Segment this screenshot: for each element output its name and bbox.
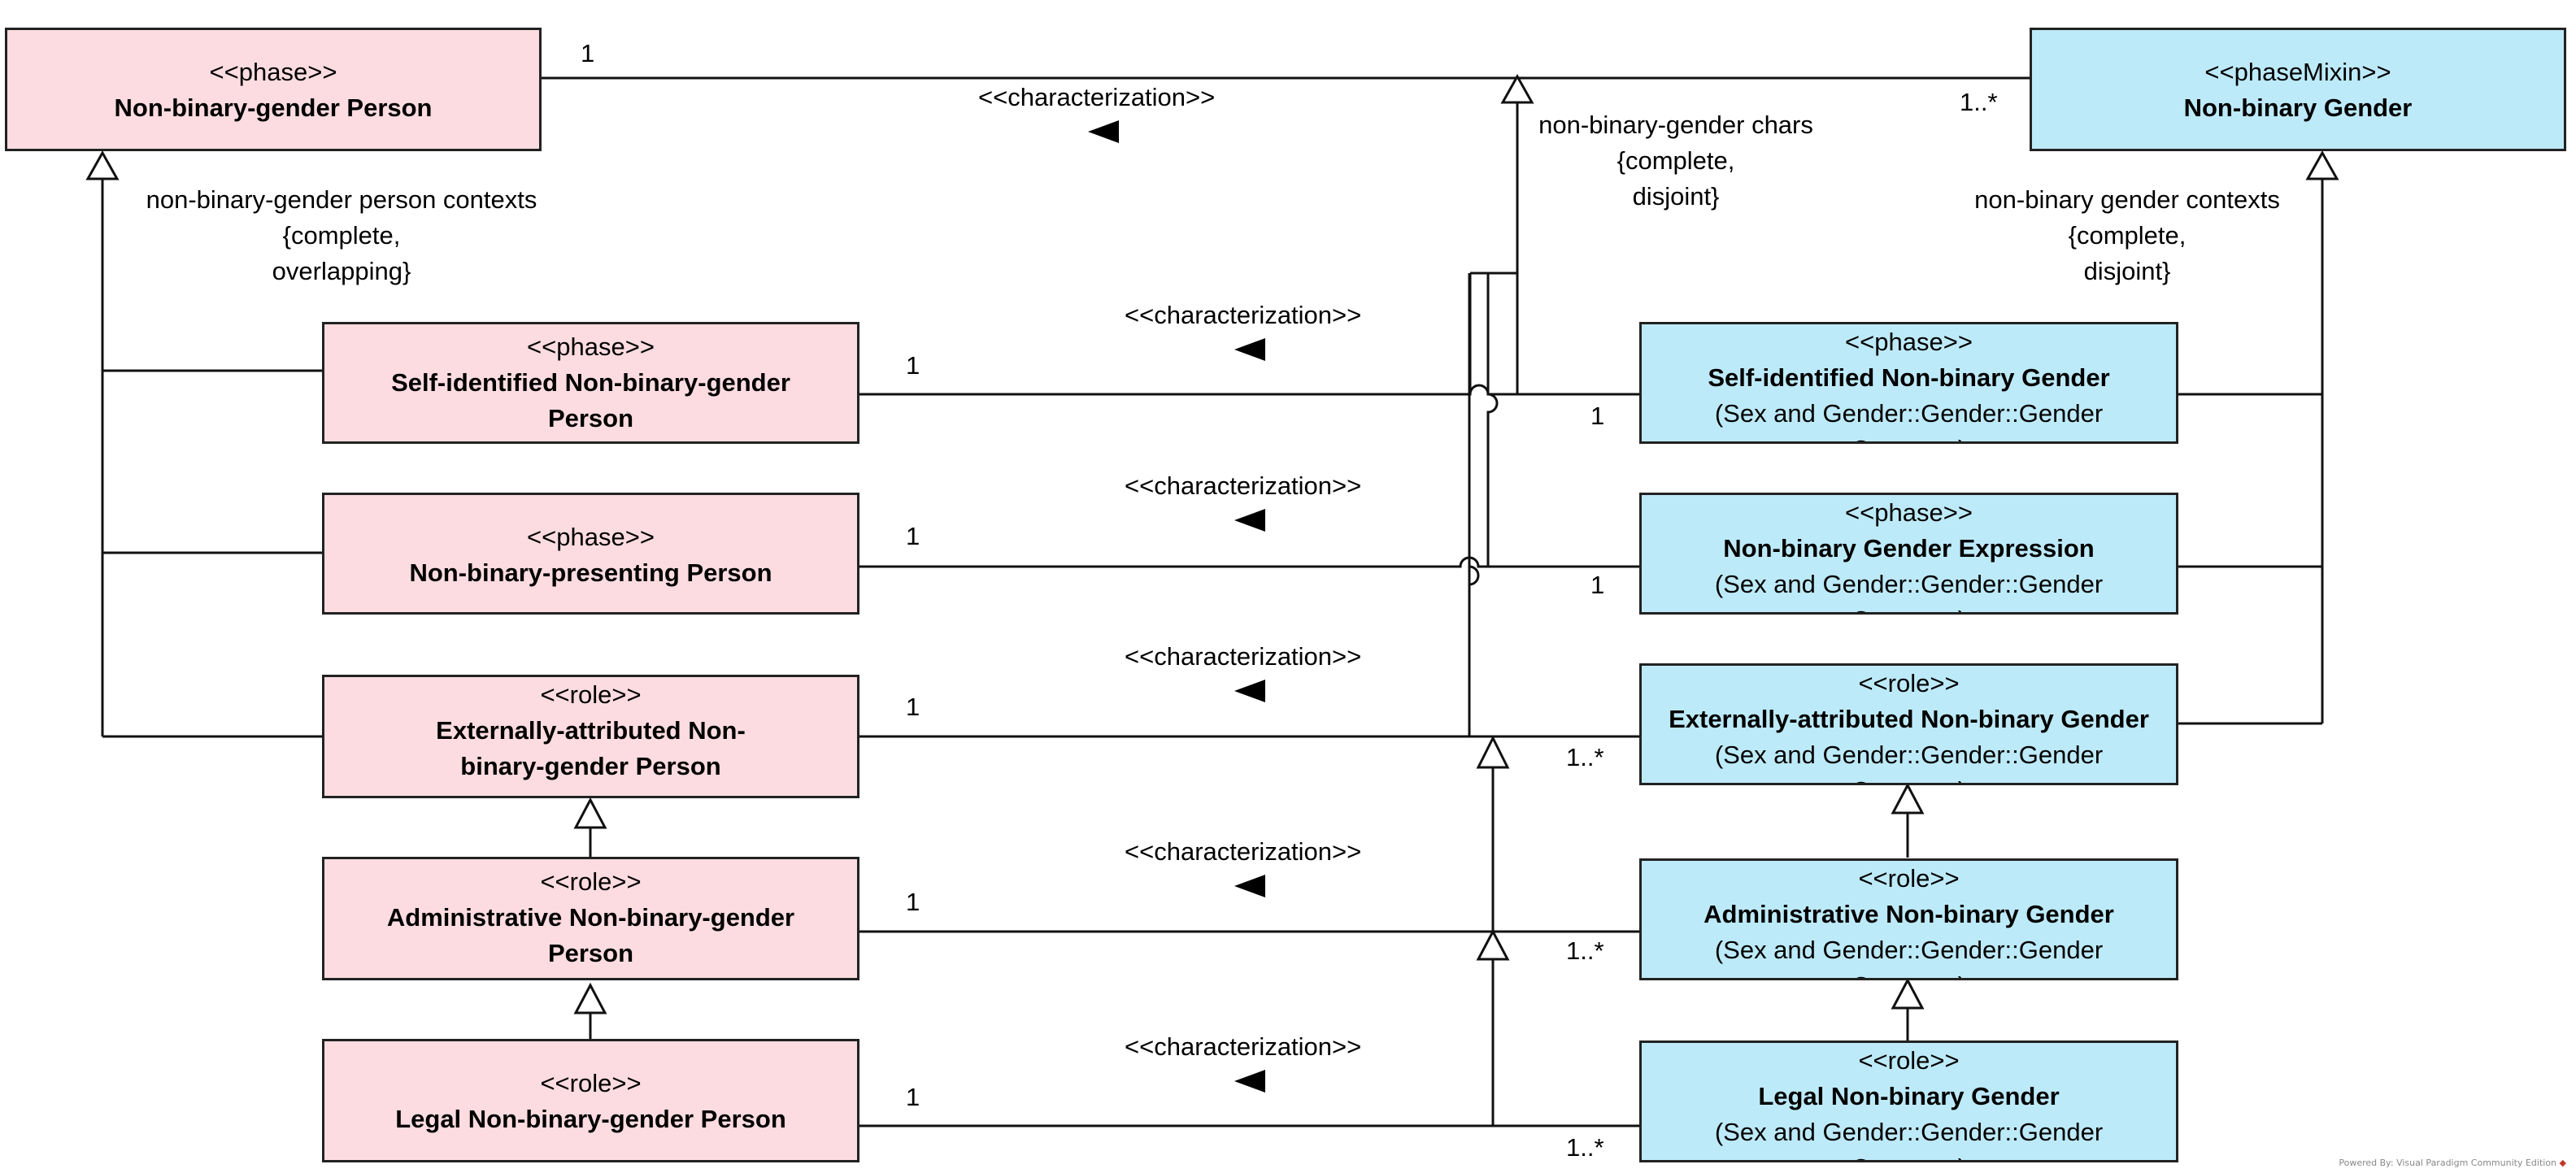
- gs-gender-label-line: disjoint}: [2083, 257, 2171, 285]
- mult-legal-right: 1..*: [1566, 1133, 1604, 1162]
- mult-legal-left: 1: [906, 1083, 920, 1111]
- mult-top-left: 1: [581, 39, 595, 67]
- assoc-legal-label: <<characterization>>: [1125, 1032, 1362, 1061]
- gs-chars-label-line: disjoint}: [1632, 182, 1720, 211]
- class-package: (Sex and Gender::Gender::Gender Concepts…: [1714, 570, 2104, 612]
- stereotype: <<phase>>: [527, 332, 655, 361]
- gs-person-label-line: {complete,: [282, 221, 401, 250]
- gs-gender-label-line: {complete,: [2068, 221, 2187, 250]
- stereotype: <<phase>>: [1845, 498, 1973, 527]
- gen-arrow-inner-chars-adm: [1476, 928, 1510, 961]
- direction-arrow-self: [1234, 338, 1265, 361]
- gs-chars-label: non-binary-gender chars {complete, disjo…: [1525, 107, 1826, 215]
- gen-arrow-chars: [1500, 73, 1534, 104]
- class-package: (Sex and Gender::Gender::Gender Concepts…: [1714, 741, 2104, 783]
- assoc-self-label: <<characterization>>: [1125, 301, 1362, 329]
- gen-arrow-ext-person: [573, 797, 607, 829]
- direction-arrow-legal: [1234, 1070, 1265, 1093]
- class-non-binary-presenting-person[interactable]: <<phase>> Non-binary-presenting Person: [322, 493, 859, 615]
- mult-self-right: 1: [1590, 402, 1605, 430]
- gs-gender-label: non-binary gender contexts {complete, di…: [1948, 182, 2306, 289]
- stereotype: <<role>>: [540, 867, 642, 896]
- gen-arrow-adm-person: [573, 982, 607, 1014]
- assoc-top-label: <<characterization>>: [978, 83, 1216, 111]
- assoc-pres-label: <<characterization>>: [1125, 471, 1362, 500]
- class-name: Self-identified Non-binary Gender: [1708, 363, 2110, 392]
- direction-arrow-pres: [1234, 509, 1265, 532]
- gen-arrow-gender: [2305, 150, 2339, 180]
- gen-arrow-inner-chars-ext: [1476, 735, 1510, 769]
- stereotype: <<role>>: [1858, 669, 1960, 697]
- class-name: Externally-attributed Non-binary-gender …: [436, 716, 746, 780]
- watermark: Powered By: Visual Paradigm Community Ed…: [2339, 1158, 2566, 1168]
- class-name: Legal Non-binary Gender: [1758, 1082, 2060, 1110]
- class-gender-expression[interactable]: <<phase>> Non-binary Gender Expression (…: [1639, 493, 2178, 615]
- class-self-identified-gender[interactable]: <<phase>> Self-identified Non-binary Gen…: [1639, 322, 2178, 444]
- class-legal-person[interactable]: <<role>> Legal Non-binary-gender Person: [322, 1039, 859, 1162]
- mult-self-left: 1: [906, 351, 920, 380]
- direction-arrow-adm: [1234, 875, 1265, 897]
- assoc-pres-line: [859, 556, 1639, 568]
- class-externally-attributed-person[interactable]: <<role>> Externally-attributed Non-binar…: [322, 675, 859, 798]
- class-name: Non-binary-presenting Person: [409, 558, 772, 587]
- gs-gender-label-line: non-binary gender contexts: [1974, 185, 2280, 214]
- stereotype: <<role>>: [1858, 864, 1960, 893]
- assoc-self-line: [859, 384, 1639, 396]
- gen-arrow-adm-gender: [1891, 977, 1925, 1010]
- gs-person-label: non-binary-gender person contexts {compl…: [130, 182, 553, 289]
- class-package: (Sex and Gender::Gender::Gender Concepts…: [1714, 936, 2104, 978]
- stereotype: <<role>>: [540, 680, 642, 709]
- class-name: Self-identified Non-binary-gender Person: [391, 368, 790, 432]
- assoc-ext-label: <<characterization>>: [1125, 642, 1362, 671]
- gen-arrow-person: [85, 150, 120, 180]
- class-self-identified-person[interactable]: <<phase>> Self-identified Non-binary-gen…: [322, 322, 859, 444]
- mult-adm-right: 1..*: [1566, 936, 1604, 965]
- stereotype: <<phase>>: [209, 58, 337, 86]
- direction-arrow-top: [1088, 120, 1119, 143]
- gs-chars-label-line: non-binary-gender chars: [1538, 111, 1813, 139]
- visual-paradigm-logo-icon: ◆: [2559, 1158, 2566, 1168]
- class-name: Legal Non-binary-gender Person: [395, 1105, 786, 1133]
- gs-chars-branch-expr: [1486, 557, 1639, 568]
- class-name: Externally-attributed Non-binary Gender: [1669, 705, 2149, 733]
- class-name: Non-binary Gender Expression: [1723, 534, 2095, 563]
- stereotype: <<phase>>: [1845, 328, 1973, 356]
- gs-person-label-line: overlapping}: [272, 257, 411, 285]
- mult-adm-left: 1: [906, 888, 920, 916]
- mult-ext-right: 1..*: [1566, 743, 1604, 771]
- mult-pres-left: 1: [906, 522, 920, 550]
- mult-pres-right: 1: [1590, 571, 1605, 599]
- class-name: Administrative Non-binary Gender: [1704, 900, 2114, 928]
- class-non-binary-gender[interactable]: <<phaseMixin>> Non-binary Gender: [2030, 28, 2566, 151]
- class-name: Non-binary Gender: [2183, 93, 2413, 122]
- class-legal-gender[interactable]: <<role>> Legal Non-binary Gender (Sex an…: [1639, 1040, 2178, 1162]
- watermark-text: Powered By: Visual Paradigm Community Ed…: [2339, 1158, 2557, 1168]
- assoc-adm-label: <<characterization>>: [1125, 837, 1362, 866]
- class-non-binary-gender-person[interactable]: <<phase>> Non-binary-gender Person: [5, 28, 542, 151]
- direction-arrow-ext: [1234, 680, 1265, 702]
- class-package: (Sex and Gender::Gender::Gender Concepts…: [1714, 399, 2104, 441]
- gs-chars-label-line: {complete,: [1617, 146, 1735, 175]
- class-package: (Sex and Gender::Gender::Gender Concepts…: [1714, 1118, 2104, 1160]
- gs-chars-ext-hop: [1469, 565, 1480, 586]
- class-administrative-person[interactable]: <<role>> Administrative Non-binary-gende…: [322, 857, 859, 980]
- mult-ext-left: 1: [906, 693, 920, 721]
- gs-person-label-line: non-binary-gender person contexts: [146, 185, 537, 214]
- stereotype: <<phase>>: [527, 523, 655, 551]
- class-name: Administrative Non-binary-gender Person: [386, 903, 795, 967]
- class-externally-attributed-gender[interactable]: <<role>> Externally-attributed Non-binar…: [1639, 663, 2178, 785]
- class-administrative-gender[interactable]: <<role>> Administrative Non-binary Gende…: [1639, 858, 2178, 980]
- class-name: Non-binary-gender Person: [114, 93, 433, 122]
- gs-chars-branch-expr-hop: [1486, 393, 1499, 557]
- stereotype: <<role>>: [1858, 1046, 1960, 1075]
- stereotype: <<role>>: [540, 1069, 642, 1097]
- gen-arrow-ext-gender: [1891, 782, 1925, 815]
- mult-top-right: 1..*: [1960, 88, 1998, 116]
- stereotype: <<phaseMixin>>: [2204, 58, 2391, 86]
